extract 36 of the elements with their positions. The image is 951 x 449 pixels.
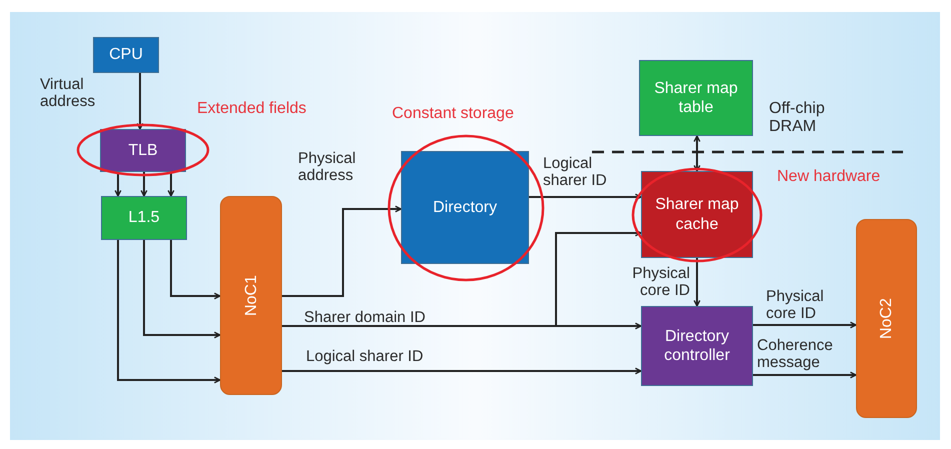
arrow	[282, 368, 642, 374]
arrow	[140, 172, 148, 197]
arrow	[753, 322, 857, 328]
edge-label: Coherence message	[757, 337, 834, 372]
annotation-text: Extended fields	[197, 100, 308, 118]
annotation-text: Off-chip DRAM	[769, 100, 826, 137]
network-bar: NoC2	[856, 219, 917, 418]
component-box: L1.5	[101, 196, 187, 240]
arrow	[694, 258, 700, 307]
edge-label: Virtual address	[40, 76, 96, 110]
arrow	[529, 194, 642, 200]
arrow	[114, 172, 122, 197]
component-box: Sharer map cache	[641, 171, 753, 258]
arrow	[136, 73, 144, 130]
annotation-text: Constant storage	[392, 105, 515, 124]
edge-label: Sharer domain ID	[304, 309, 426, 326]
component-box: Sharer map table	[639, 60, 753, 136]
arrow	[282, 322, 642, 330]
component-box: CPU	[93, 37, 159, 73]
arrow	[143, 240, 221, 338]
arrow	[753, 372, 857, 378]
edge-label: Physical core ID	[631, 265, 690, 300]
component-box: TLB	[100, 129, 186, 172]
component-box: Directory controller	[641, 306, 753, 386]
network-bar: NoC1	[220, 196, 282, 395]
edge-label: Logical sharer ID	[543, 155, 608, 190]
edge-label: Logical sharer ID	[306, 348, 424, 366]
arrow	[168, 172, 174, 197]
annotation-text: New hardware	[777, 168, 882, 186]
arrow	[170, 240, 221, 300]
arrow	[117, 240, 221, 384]
edge-label: Physical core ID	[766, 288, 825, 322]
component-box: Directory	[401, 151, 529, 264]
arrow	[694, 135, 700, 172]
edge-label: Physical address	[298, 150, 357, 184]
arrow	[282, 206, 402, 297]
